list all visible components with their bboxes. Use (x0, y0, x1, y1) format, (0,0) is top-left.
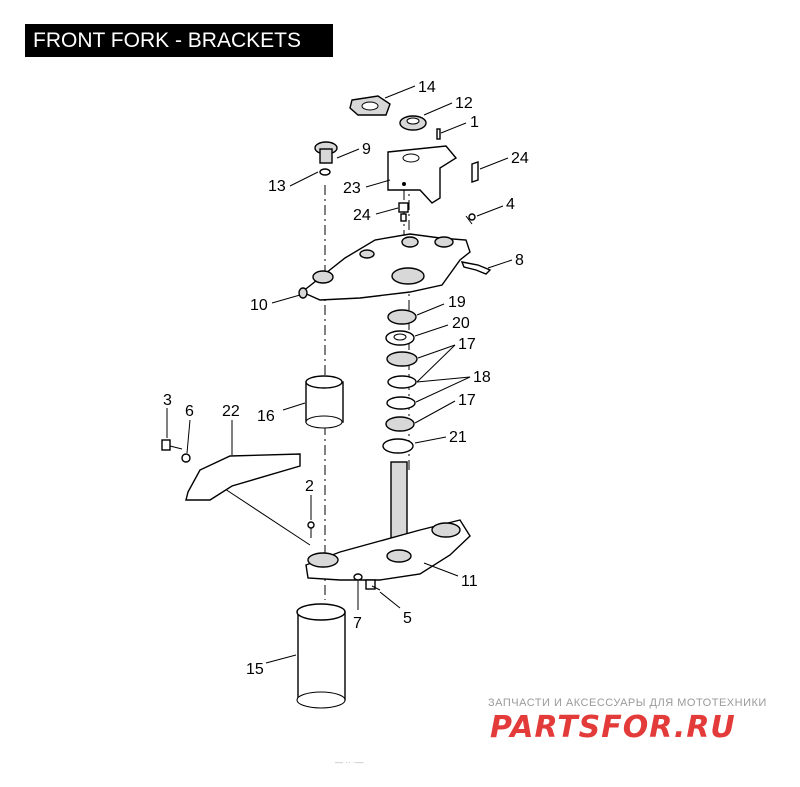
part-13-oring (319, 168, 331, 176)
part-22-cover (185, 453, 301, 501)
part-24-clip-lower (400, 213, 407, 222)
callout-17-upper: 17 (458, 336, 476, 353)
callout-5: 5 (403, 610, 412, 627)
part-14-plate (349, 95, 391, 116)
callout-7: 7 (353, 615, 362, 632)
part-2-screw (307, 521, 315, 538)
callout-21: 21 (449, 429, 467, 446)
part-24-clip (398, 202, 409, 213)
callout-14: 14 (418, 79, 436, 96)
part-11-lower-bracket (305, 461, 471, 581)
part-17-bearing-upper (386, 351, 418, 367)
part-9-cap (314, 141, 338, 164)
part-5-bolt (365, 579, 381, 591)
part-12-nut (399, 115, 427, 131)
callout-6: 6 (185, 403, 194, 420)
bottom-note: — ·· ·— (335, 758, 363, 767)
part-18-race-upper (387, 375, 417, 389)
callout-19: 19 (448, 294, 466, 311)
part-18-race-lower (386, 396, 416, 410)
bearing-stack (382, 309, 418, 454)
watermark-tagline: ЗАПЧАСТИ И АКСЕССУАРЫ ДЛЯ МОТОТЕХНИКИ (488, 697, 767, 709)
part-17-bearing-lower (385, 416, 415, 432)
callout-2: 2 (305, 478, 314, 495)
watermark-brand: PARTSFOR.RU (490, 710, 736, 745)
part-24-tab-right (471, 161, 479, 183)
part-7-washer (353, 573, 363, 581)
callout-18: 18 (473, 369, 491, 386)
part-21-seal (382, 438, 414, 454)
part-4-screw (465, 213, 476, 225)
callout-22: 22 (222, 403, 240, 420)
page-title: FRONT FORK - BRACKETS (25, 24, 333, 57)
callout-24-upper: 24 (511, 150, 529, 167)
callout-20: 20 (452, 315, 470, 332)
callout-23: 23 (343, 180, 361, 197)
part-1-pin (436, 128, 441, 140)
leader-lines (166, 85, 513, 664)
watermark-logo: ЗАПЧАСТИ И АКСЕССУАРЫ ДЛЯ МОТОТЕХНИКИ PA… (488, 697, 767, 745)
part-15-tube (296, 603, 346, 709)
part-10-upper-bracket (298, 233, 471, 301)
callout-10: 10 (250, 297, 268, 314)
part-8-clip (460, 261, 492, 275)
callout-4: 4 (506, 196, 515, 213)
callout-labels: 14 12 1 9 24 13 23 24 4 8 10 19 20 17 18… (163, 79, 529, 678)
callout-17-lower: 17 (458, 392, 476, 409)
callout-13: 13 (268, 178, 286, 195)
callout-3: 3 (163, 392, 172, 409)
callout-12: 12 (455, 95, 473, 112)
callout-15: 15 (246, 661, 264, 678)
part-19-nut (387, 309, 417, 325)
callout-8: 8 (515, 252, 524, 269)
part-6-washer (181, 453, 191, 463)
part-3-bolt (161, 439, 183, 451)
callout-16: 16 (257, 408, 275, 425)
callout-9: 9 (362, 141, 371, 158)
part-16-sleeve (305, 375, 344, 429)
callout-1: 1 (470, 114, 479, 131)
callout-11: 11 (461, 573, 478, 590)
callout-24-lower: 24 (353, 207, 371, 224)
part-23-bracket (387, 145, 458, 204)
